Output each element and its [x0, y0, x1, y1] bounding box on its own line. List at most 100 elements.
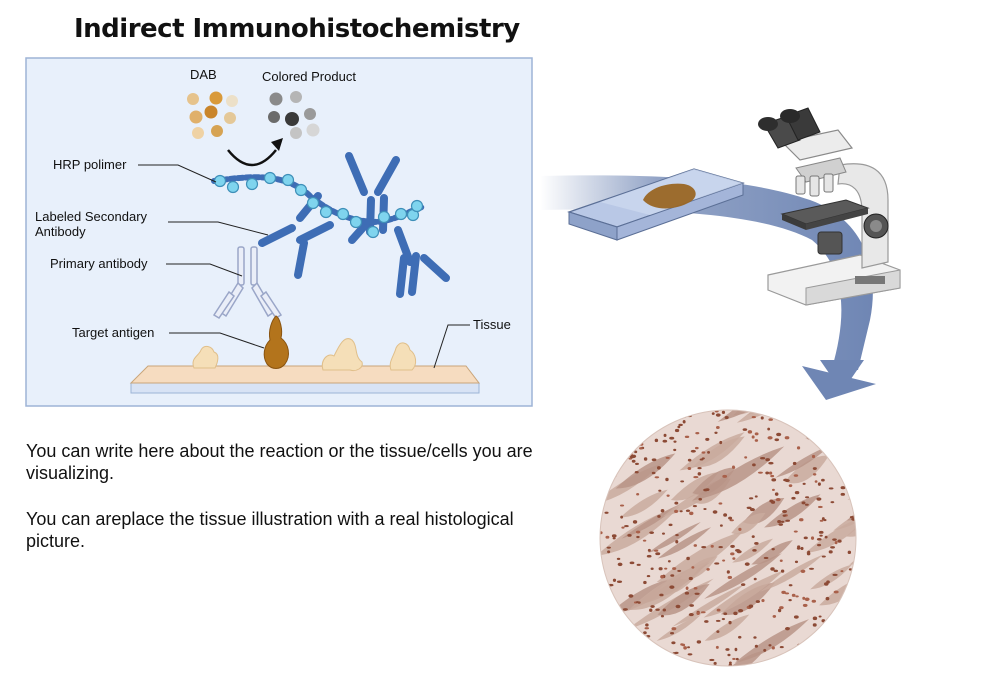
cell-nucleus	[664, 567, 668, 570]
cell-nucleus	[620, 440, 625, 443]
cell-nucleus	[607, 417, 613, 421]
cell-nucleus	[751, 416, 756, 419]
cell-nucleus	[811, 454, 816, 459]
cell-nucleus	[605, 466, 611, 469]
cell-nucleus	[728, 663, 733, 666]
cell-nucleus	[796, 546, 801, 550]
cell-nucleus	[773, 569, 779, 573]
cell-nucleus	[793, 474, 799, 477]
cell-nucleus	[603, 451, 607, 455]
cell-nucleus	[761, 598, 765, 603]
cell-nucleus	[622, 442, 626, 446]
cell-nucleus	[772, 615, 777, 618]
cell-nucleus	[738, 608, 744, 613]
cell-nucleus	[696, 611, 700, 615]
cell-nucleus	[722, 559, 726, 562]
cell-nucleus	[632, 520, 638, 524]
cell-nucleus	[821, 517, 825, 521]
cell-nucleus	[726, 570, 730, 574]
cell-nucleus	[744, 562, 750, 566]
cell-nucleus	[634, 462, 639, 466]
cell-nucleus	[675, 539, 679, 544]
tissue-fiber	[614, 410, 660, 420]
tissue-fiber	[843, 428, 856, 451]
tissue-fiber	[833, 495, 856, 531]
cell-nucleus	[724, 415, 729, 420]
cell-nucleus	[747, 430, 753, 434]
tissue-fiber	[858, 480, 943, 530]
cell-nucleus	[828, 487, 834, 490]
cell-nucleus	[851, 620, 856, 624]
cell-nucleus	[673, 448, 677, 452]
cell-nucleus	[793, 530, 798, 533]
cell-nucleus	[821, 478, 825, 482]
cell-nucleus	[727, 575, 733, 580]
cell-nucleus	[646, 554, 652, 558]
secondary-antibody-label-line1: Labeled Secondary	[35, 209, 148, 224]
cell-nucleus	[833, 590, 839, 594]
cell-nucleus	[645, 650, 650, 654]
cell-nucleus	[748, 497, 754, 500]
tissue-fiber	[760, 554, 824, 592]
dab-granules	[187, 91, 238, 139]
cell-nucleus	[646, 574, 651, 578]
cell-nucleus	[754, 644, 758, 648]
cell-nucleus	[734, 647, 738, 652]
cell-nucleus	[624, 525, 629, 528]
cell-nucleus	[753, 636, 757, 639]
cell-nucleus	[631, 459, 636, 463]
target-antigen	[263, 315, 289, 369]
cell-nucleus	[651, 471, 656, 475]
cell-nucleus	[804, 597, 810, 602]
cell-nucleus	[844, 469, 849, 472]
cell-nucleus	[667, 654, 672, 658]
cell-nucleus	[693, 586, 698, 590]
cell-nucleus	[805, 496, 810, 499]
cell-nucleus	[713, 661, 717, 665]
cell-nucleus	[627, 533, 632, 537]
colored-product-label: Colored Product	[262, 69, 356, 84]
cell-nucleus	[728, 620, 732, 625]
cell-nucleus	[781, 590, 786, 594]
cell-nucleus	[719, 440, 723, 445]
cell-nucleus	[812, 473, 817, 476]
cell-nucleus	[760, 416, 764, 420]
cell-nucleus	[746, 506, 752, 510]
cell-nucleus	[601, 441, 606, 445]
cell-nucleus	[635, 657, 639, 661]
cell-nucleus	[788, 484, 793, 488]
tissue-fiber	[628, 569, 698, 611]
cell-nucleus	[644, 422, 650, 425]
cell-nucleus	[655, 552, 661, 556]
tissue-fiber	[641, 410, 731, 415]
cell-nucleus	[709, 658, 715, 661]
cell-nucleus	[768, 471, 773, 475]
cell-nucleus	[697, 472, 702, 476]
cell-nucleus	[693, 544, 698, 547]
cell-nucleus	[786, 657, 791, 661]
cell-nucleus	[684, 591, 690, 595]
cell-nucleus	[650, 567, 654, 571]
cell-nucleus	[832, 538, 837, 541]
cell-nucleus	[794, 490, 800, 495]
tissue-fiber	[607, 579, 669, 616]
cell-nucleus	[620, 515, 624, 519]
cell-nucleus	[634, 450, 638, 454]
cell-nucleus	[631, 438, 637, 443]
cell-nucleus	[604, 511, 609, 514]
cell-nucleus	[796, 656, 801, 660]
tissue-fiber	[692, 446, 785, 501]
cell-nucleus	[662, 439, 668, 443]
cell-nucleus	[682, 419, 686, 424]
tissue-fiber	[877, 482, 963, 533]
cell-nucleus	[683, 646, 687, 650]
cell-nucleus	[847, 550, 852, 555]
reaction-arrow	[227, 138, 283, 167]
cell-nucleus	[844, 472, 850, 476]
cell-nucleus	[600, 602, 605, 606]
cell-nucleus	[635, 601, 640, 604]
cell-nucleus	[812, 416, 817, 419]
cell-nucleus	[715, 413, 721, 417]
leader-lines	[138, 164, 470, 369]
